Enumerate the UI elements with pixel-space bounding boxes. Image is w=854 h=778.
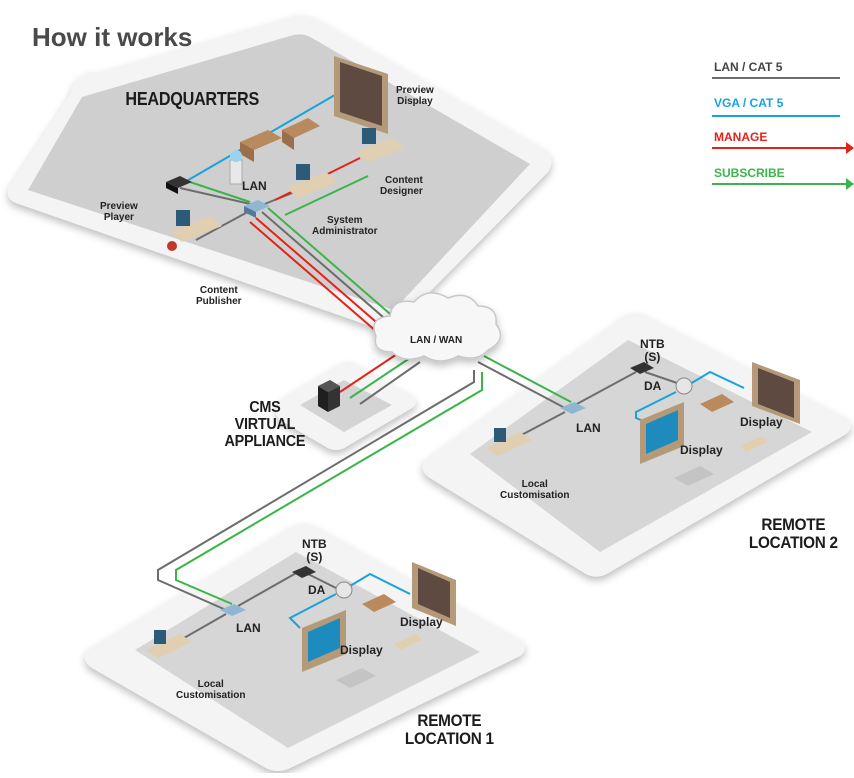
remote1-display-a-label: Display	[400, 615, 443, 629]
page-title: How it works	[32, 22, 193, 52]
hq-lan-switch-icon	[244, 200, 270, 218]
cms-server-icon	[318, 380, 340, 412]
cms-label: CMS VIRTUAL APPLIANCE	[224, 399, 306, 450]
hq-platform	[8, 15, 552, 331]
hq-label: HEADQUARTERS	[125, 89, 260, 109]
remote1-label: REMOTE LOCATION 1	[404, 711, 494, 748]
legend-lan: LAN / CAT 5	[714, 60, 783, 74]
hq-lan-label: LAN	[242, 179, 267, 193]
remote2-lan-label: LAN	[576, 421, 601, 435]
hq-preview-display-icon	[334, 56, 388, 134]
hq-preview-player-label: Preview Player	[100, 201, 138, 223]
cloud-label: LAN / WAN	[410, 335, 463, 346]
hq-content-publisher-label: Content Publisher	[196, 285, 242, 307]
hq-preview-player-icon	[166, 176, 192, 194]
legend-manage: MANAGE	[714, 130, 768, 144]
remote2-label: REMOTE LOCATION 2	[748, 515, 838, 552]
remote1-lan-label: LAN	[236, 621, 261, 635]
remote2-display-b-label: Display	[680, 443, 723, 457]
remote2-ntb-label: NTB (S)	[640, 337, 665, 364]
hq-water-cooler-icon	[229, 150, 243, 185]
remote1-ntb-label: NTB (S)	[302, 537, 327, 564]
remote2-local-label: Local Customisation	[500, 479, 570, 501]
remote1-da-label: DA	[308, 583, 326, 597]
lan-wan-cloud	[373, 292, 502, 362]
legend-vga: VGA / CAT 5	[714, 96, 784, 110]
legend-subscribe: SUBSCRIBE	[714, 166, 785, 180]
remote1-display-b-label: Display	[340, 643, 383, 657]
hq-system-admin-label: System Administrator	[312, 215, 378, 237]
remote2-display-a-label: Display	[740, 415, 783, 429]
remote1-devices	[146, 562, 456, 688]
hq-content-designer-label: Content Designer	[380, 175, 423, 197]
network-links	[157, 91, 745, 647]
hq-sofa-icon	[240, 118, 320, 162]
remote2-devices	[486, 362, 800, 486]
remote1-local-label: Local Customisation	[176, 679, 246, 701]
hq-preview-display-label: Preview Display	[396, 85, 434, 107]
hq-workstation-icons	[167, 128, 404, 251]
legend-lines	[712, 77, 854, 190]
remote2-da-label: DA	[644, 379, 662, 393]
